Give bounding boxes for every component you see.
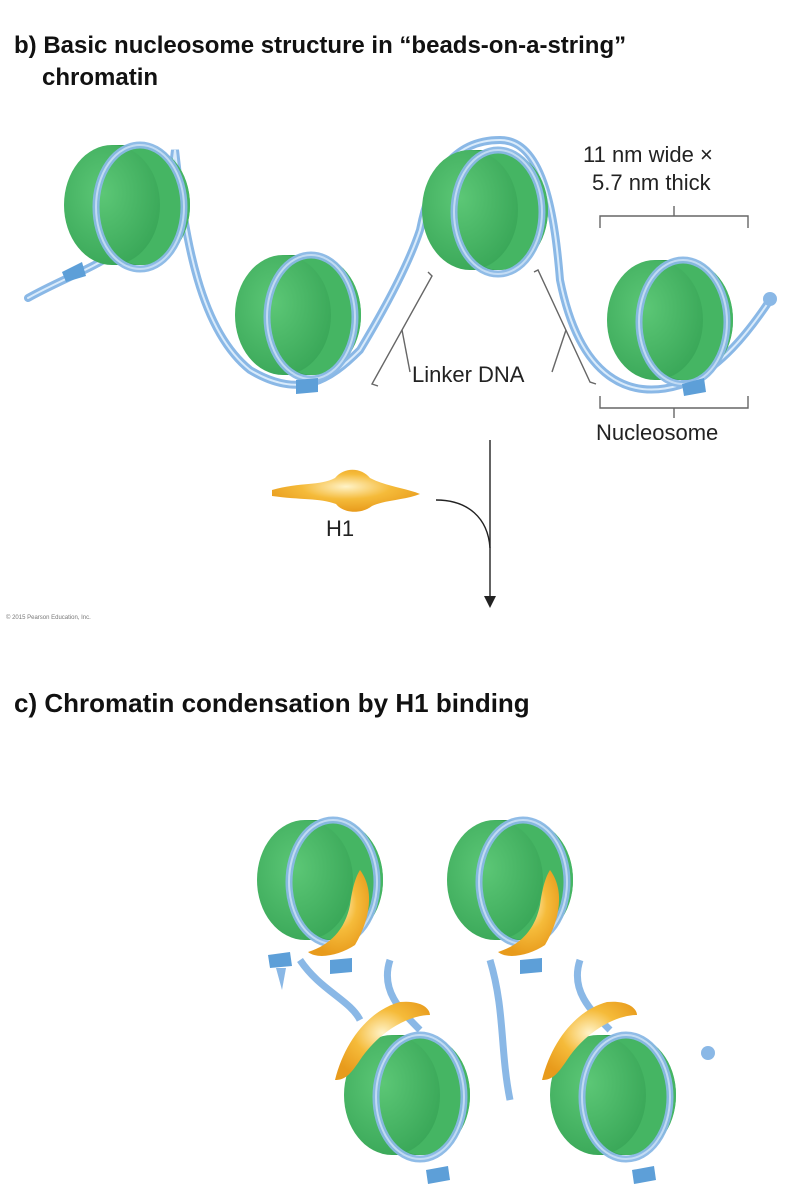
panel-b-title: b) Basic nucleosome structure in “beads-… [14,30,794,94]
dimension-bracket [599,206,749,228]
nucleosome-3 [422,150,548,274]
panel-b-title-line1: b) Basic nucleosome structure in “beads-… [14,32,627,59]
linker-dna-brackets [370,269,597,387]
panel-b-title-line2: chromatin [42,64,159,91]
h1-bound-1 [308,870,370,956]
linker-dna-label: Linker DNA [412,362,525,387]
nucleosome-label: Nucleosome [596,420,719,445]
copyright-notice: © 2015 Pearson Education, Inc. [6,615,91,621]
h1-bound-4 [542,1001,637,1080]
h1-bound-2 [498,870,560,956]
condensed-chromatin [257,820,715,1184]
nucleosome-4 [607,260,733,384]
panel-c-title: c) Chromatin condensation by H1 binding [14,688,530,718]
h1-bound-3 [335,1001,430,1080]
h1-protein [272,469,420,512]
nucleosome-bracket [599,396,749,418]
nucleosome-2 [235,255,361,379]
dimension-label-width: 11 nm wide × [583,142,713,167]
h1-label: H1 [326,516,355,541]
nucleosome-1 [64,145,190,269]
dimension-label-thickness: 5.7 nm thick [592,170,711,195]
condensation-arrow [435,440,491,596]
